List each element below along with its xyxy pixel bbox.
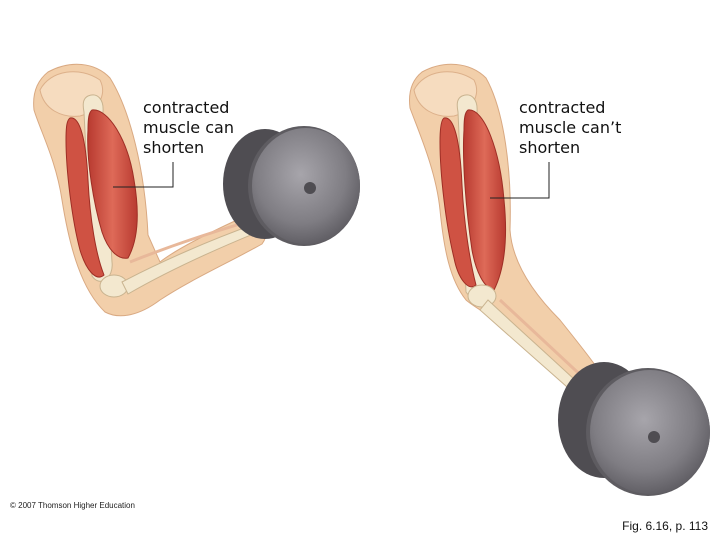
right-arm-extended-illustration: [409, 63, 613, 413]
left-arm-flexed-illustration: [33, 63, 267, 317]
figure-reference: Fig. 6.16, p. 113: [622, 519, 708, 533]
left-forearm-tendon: [129, 222, 241, 264]
left-label-line-2: muscle can: [143, 118, 234, 137]
left-triceps-muscle: [65, 117, 105, 278]
left-label-leader-line: [113, 162, 174, 188]
right-label-line-1: contracted: [519, 98, 606, 117]
left-label-line-1: contracted: [143, 98, 230, 117]
left-biceps-muscle: [87, 109, 138, 259]
right-label-line-3: shorten: [519, 138, 581, 157]
copyright-notice: © 2007 Thomson Higher Education: [10, 501, 135, 510]
dumbbell-weight-icon: [223, 126, 360, 246]
right-panel-label: contracted muscle can’t shorten: [519, 98, 621, 158]
left-label-line-3: shorten: [143, 138, 205, 157]
right-triceps-muscle: [439, 117, 477, 288]
right-label-leader-line: [490, 162, 550, 199]
right-biceps-muscle: [462, 109, 506, 291]
left-panel-label: contracted muscle can shorten: [143, 98, 234, 158]
right-label-line-2: muscle can’t: [519, 118, 622, 137]
dumbbell-weight-icon: [558, 362, 710, 496]
